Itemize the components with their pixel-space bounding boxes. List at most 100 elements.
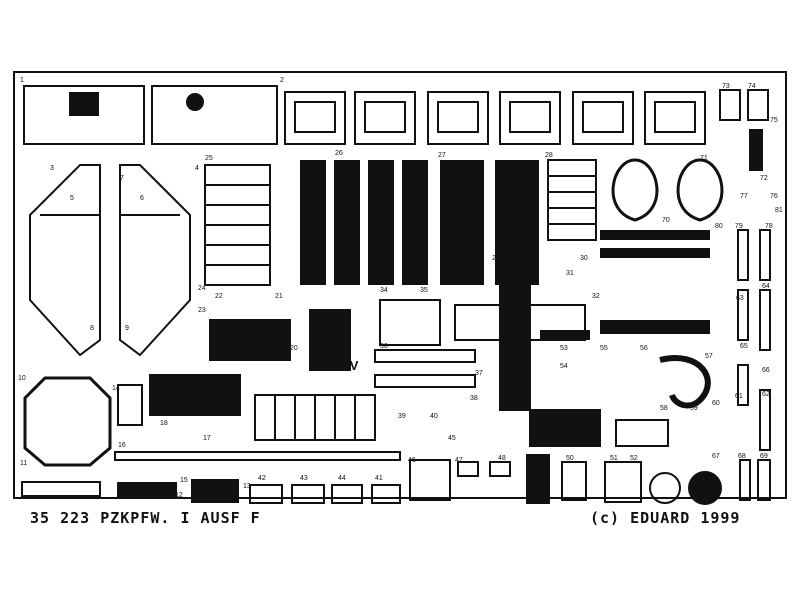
part-number: 1 [20,77,24,84]
part-number: 47 [455,457,463,464]
part-number: 35 [420,287,428,294]
part-number: 36 [380,343,388,350]
part-number: 28 [545,152,553,159]
part-number: 73 [722,83,730,90]
part-number: 12 [175,492,183,499]
part-number: 24 [198,285,206,292]
part-number: 44 [338,475,346,482]
part-number: 38 [470,395,478,402]
part-number: 3 [50,165,54,172]
part-number: 9 [125,325,129,332]
part-number: 67 [712,453,720,460]
part-number: 40 [430,413,438,420]
part-number: 66 [762,367,770,374]
part-number: 27 [438,152,446,159]
part-number: 59 [690,405,698,412]
part-number: 13 [243,483,251,490]
left-assemblies [117,319,291,426]
part-number: 54 [560,363,568,370]
part-number: 45 [448,435,456,442]
part-number: 34 [380,287,388,294]
part-number: 26 [335,150,343,157]
part-number: 71 [700,155,708,162]
part-number: 61 [735,393,743,400]
part-number: 23 [198,307,206,314]
part-number: 68 [738,453,746,460]
bottom-cluster [409,409,722,505]
bracket-assembly [309,259,586,411]
part-number: 32 [592,293,600,300]
part-number: 33 [600,320,608,327]
part-number: 79 [735,223,743,230]
part-number: 8 [90,325,94,332]
part-number: 4 [195,165,199,172]
part-number: 72 [760,175,768,182]
fender-panels [29,164,191,357]
comb-brackets [254,394,376,441]
octagon-plate [23,376,112,467]
part-number: 15 [180,477,188,484]
part-number: 20 [290,345,298,352]
part-number: 53 [560,345,568,352]
part-number: 31 [566,270,574,277]
part-number: 6 [140,195,144,202]
part-number: 11 [20,460,27,467]
part-number: 52 [630,455,638,462]
part-number: 74 [748,83,756,90]
plate-rack [204,164,271,286]
part-number: 22 [215,293,223,300]
part-number: 69 [760,453,768,460]
part-number: 65 [740,343,748,350]
part-number: 30 [580,255,588,262]
part-number: 77 [740,193,748,200]
part-number: 75 [770,117,778,124]
part-number: 49 [532,455,540,462]
part-number: 18 [160,420,168,427]
horseshoe-part [659,355,711,409]
part-number: 5 [70,195,74,202]
part-number: 37 [475,370,483,377]
strip-parts [540,230,710,340]
part-number: 16 [118,442,126,449]
part-number: 58 [660,405,668,412]
part-number: 43 [300,475,308,482]
part-number: 10 [18,375,26,382]
part-number: 76 [770,193,778,200]
teardrop-covers [611,158,724,222]
part-number: 81 [775,207,783,214]
mesh-grilles [300,160,539,285]
part-number: 78 [765,223,773,230]
copyright-caption: (c) EDUARD 1999 [590,509,741,527]
part-number: 19 [235,345,243,352]
center-mark: K-V [336,358,359,373]
part-number: 25 [205,155,213,162]
part-number: 56 [640,345,648,352]
part-number: 2 [280,77,284,84]
part-number: 42 [258,475,266,482]
part-number: 14 [112,385,120,392]
part-number: 51 [610,455,618,462]
part-number: 7 [120,175,124,182]
product-caption: 35 223 PZKPFW. I AUSF F [30,509,261,527]
part-number: 21 [275,293,283,300]
fret-frame [13,71,787,499]
part-number: 39 [398,413,406,420]
part-number: 17 [203,435,211,442]
part-number: 29 [492,255,500,262]
engine-deck-plate [23,85,278,145]
part-number: 62 [762,391,770,398]
part-number: 48 [498,455,506,462]
part-number: 50 [566,455,574,462]
part-number: 63 [736,295,744,302]
part-number: 41 [375,475,383,482]
ladder-parts [547,159,597,241]
part-number: 57 [705,353,713,360]
part-number: 80 [715,223,723,230]
right-vertical-parts [719,89,771,501]
part-number: 55 [600,345,608,352]
part-number: 46 [408,457,416,464]
bottom-parts [21,479,401,504]
part-number: 64 [762,283,770,290]
hatch-parts-row [284,91,706,145]
